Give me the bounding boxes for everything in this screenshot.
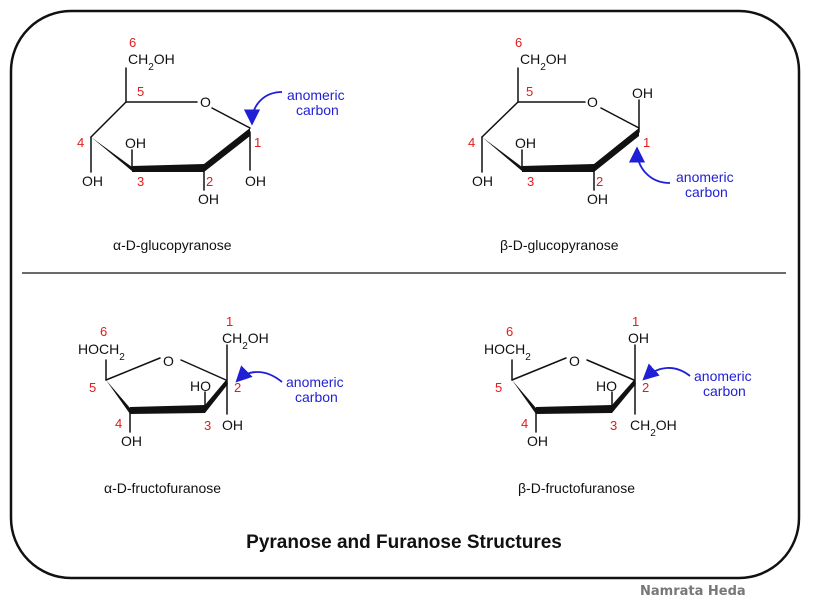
ring-oxygen: O bbox=[569, 353, 580, 369]
oh-label: OH bbox=[632, 85, 653, 101]
atom-number: 5 bbox=[137, 84, 144, 99]
structure-caption: α-D-fructofuranose bbox=[104, 480, 221, 496]
anomeric-arrow bbox=[642, 363, 691, 381]
atom-number: 5 bbox=[495, 380, 502, 395]
anomeric-arrow bbox=[243, 91, 283, 126]
anomeric-carbon-annotation: anomeric carbon bbox=[694, 368, 755, 399]
structure-caption: α-D-glucopyranose bbox=[113, 237, 232, 253]
structure-caption: β-D-fructofuranose bbox=[518, 480, 635, 496]
anomeric-arrow bbox=[235, 365, 283, 383]
ch2oh-label: CH2OH bbox=[128, 51, 175, 73]
atom-number: 1 bbox=[632, 314, 639, 329]
anomeric-carbon-annotation: anomeric carbon bbox=[287, 87, 348, 118]
ch2oh-label: CH2OH bbox=[630, 417, 677, 439]
page-title: Pyranose and Furanose Structures bbox=[246, 532, 562, 553]
atom-number: 1 bbox=[226, 314, 233, 329]
atom-number: 5 bbox=[526, 84, 533, 99]
oh-label: OH bbox=[82, 173, 103, 189]
atom-number: 3 bbox=[527, 174, 534, 189]
anomeric-arrow bbox=[628, 146, 671, 184]
atom-number: 2 bbox=[234, 380, 241, 395]
oh-label: OH bbox=[587, 191, 608, 207]
ring-oxygen: O bbox=[200, 94, 211, 110]
structure-caption: β-D-glucopyranose bbox=[500, 237, 619, 253]
atom-number: 6 bbox=[506, 324, 513, 339]
atom-number: 6 bbox=[129, 35, 136, 50]
oh-label: OH bbox=[121, 433, 142, 449]
anomeric-carbon-annotation: anomeric carbon bbox=[676, 169, 737, 200]
alpha-glucopyranose-structure: O CH2OH OH OH OH OH 1 2 3 4 5 6 anomeric… bbox=[77, 35, 348, 253]
atom-number: 2 bbox=[642, 380, 649, 395]
beta-glucopyranose-structure: O CH2OH OH OH OH OH 1 2 3 4 5 6 anomeric… bbox=[468, 35, 737, 253]
atom-number: 3 bbox=[610, 418, 617, 433]
atom-number: 5 bbox=[89, 380, 96, 395]
oh-label: OH bbox=[222, 417, 243, 433]
beta-fructofuranose-structure: O HOCH2 OH HO CH2OH OH 1 2 3 4 5 6 anome… bbox=[484, 314, 755, 496]
atom-number: 6 bbox=[515, 35, 522, 50]
atom-number: 4 bbox=[115, 416, 122, 431]
oh-label: OH bbox=[628, 330, 649, 346]
oh-label: OH bbox=[198, 191, 219, 207]
oh-label: OH bbox=[515, 135, 536, 151]
atom-number: 3 bbox=[204, 418, 211, 433]
ch2oh-label: CH2OH bbox=[520, 51, 567, 73]
atom-number: 4 bbox=[468, 135, 475, 150]
ch2oh-label: CH2OH bbox=[222, 330, 269, 352]
atom-number: 2 bbox=[596, 174, 603, 189]
atom-number: 1 bbox=[254, 135, 261, 150]
atom-number: 4 bbox=[77, 135, 84, 150]
atom-number: 4 bbox=[521, 416, 528, 431]
ring-oxygen: O bbox=[163, 353, 174, 369]
watermark: Namrata Heda bbox=[640, 584, 746, 599]
oh-label: OH bbox=[527, 433, 548, 449]
ho-label: HO bbox=[190, 378, 211, 394]
oh-label: OH bbox=[245, 173, 266, 189]
oh-label: OH bbox=[472, 173, 493, 189]
diagram-frame bbox=[9, 9, 801, 580]
oh-label: OH bbox=[125, 135, 146, 151]
atom-number: 1 bbox=[643, 135, 650, 150]
atom-number: 3 bbox=[137, 174, 144, 189]
anomeric-carbon-annotation: anomeric carbon bbox=[286, 374, 347, 405]
hoch2-label: HOCH2 bbox=[484, 341, 531, 363]
alpha-fructofuranose-structure: O HOCH2 CH2OH HO OH OH 1 2 3 4 5 6 anome… bbox=[78, 314, 347, 496]
ring-oxygen: O bbox=[587, 94, 598, 110]
ho-label: HO bbox=[596, 378, 617, 394]
hoch2-label: HOCH2 bbox=[78, 341, 125, 363]
atom-number: 2 bbox=[206, 174, 213, 189]
atom-number: 6 bbox=[100, 324, 107, 339]
